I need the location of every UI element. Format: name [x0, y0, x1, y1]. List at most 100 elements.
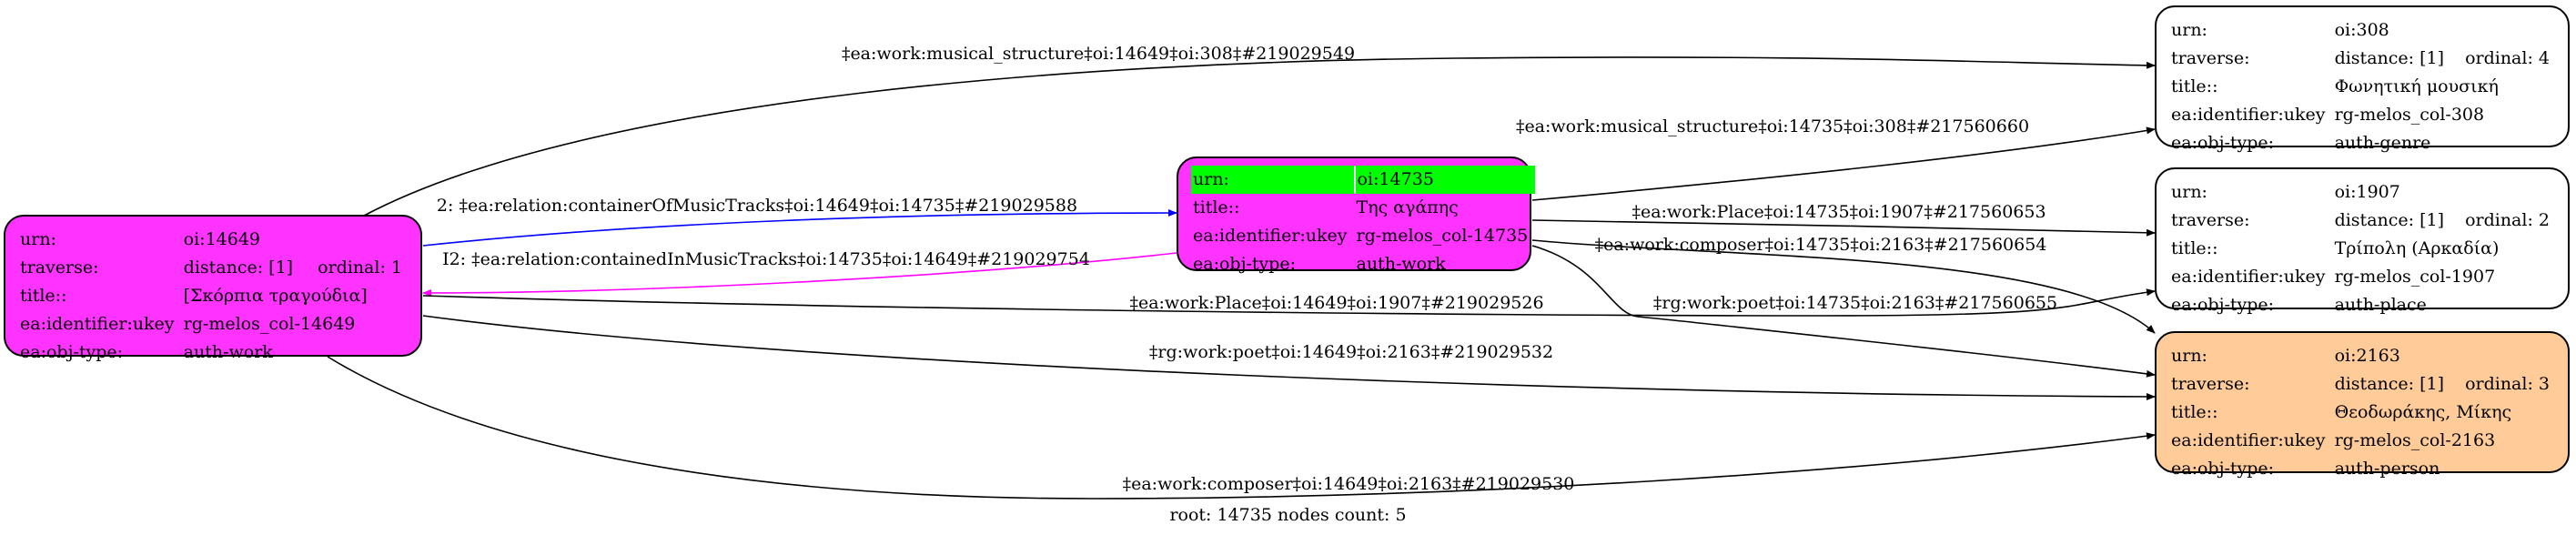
attr-value: auth-genre: [2334, 133, 2431, 153]
edge-e4: [422, 252, 1177, 297]
attr-key: urn:: [2171, 182, 2207, 202]
attr-value: Τρίπολη (Αρκαδία): [2334, 238, 2500, 258]
attr-value: Θεοδωράκης, Μίκης: [2334, 402, 2512, 422]
attr-key: title::: [20, 286, 67, 306]
attr-value: [Σκόρπια τραγούδια]: [183, 286, 368, 306]
edge-e3: [422, 209, 1177, 247]
attr-value: auth-person: [2334, 459, 2440, 479]
attr-value: oi:308: [2334, 20, 2389, 40]
edge-label-e9: ‡rg:work:poet‡oi:14649‡oi:2163‡#21902953…: [1149, 342, 1553, 362]
attr-key: traverse:: [2171, 374, 2250, 394]
attr-row-traverse: traverse: distance: [1] ordinal: 4: [2169, 45, 2557, 73]
attr-key: title::: [2171, 76, 2218, 96]
attr-value: rg-melos_col-1907: [2334, 267, 2496, 287]
edge-e2: [1531, 126, 2156, 201]
attr-row-obj-type: ea:obj-type: auth-work: [1191, 250, 1535, 278]
attr-row-obj-type: ea:obj-type: auth-work: [18, 338, 409, 367]
attr-value: auth-work: [1356, 254, 1446, 274]
attr-value: auth-place: [2334, 295, 2427, 315]
attr-key: urn:: [2171, 346, 2207, 366]
edge-e9: [422, 315, 2156, 400]
attr-value: oi:1907: [2334, 182, 2400, 202]
attr-key: ea:identifier:ukey: [20, 314, 175, 334]
attr-key: ea:identifier:ukey: [2171, 267, 2326, 287]
node-attributes: urn: oi:308 traverse: distance: [1] ordinal…: [2169, 16, 2557, 157]
attr-key: traverse:: [20, 257, 99, 278]
attr-value: distance: [1]: [2334, 210, 2444, 230]
edge-label-e7: ‡ea:work:Place‡oi:14649‡oi:1907‡#2190295…: [1129, 293, 1543, 313]
node-oi-14735[interactable]: urn:oi:14735 title::Της αγάπης ea:identi…: [1177, 156, 1536, 274]
edge-label-e10: ‡ea:work:composer‡oi:14649‡oi:2163‡#2190…: [1123, 474, 1575, 494]
attr-key: traverse:: [2171, 210, 2250, 230]
node-attributes: urn: oi:14649 traverse: distance: [1] ordin…: [18, 226, 409, 367]
node-oi-1907[interactable]: urn: oi:1907 traverse: distance: [1] ordina…: [2155, 167, 2570, 315]
attr-key: ea:identifier:ukey: [1193, 226, 1348, 246]
node-oi-14649[interactable]: urn: oi:14649 traverse: distance: [1] ordin…: [4, 215, 422, 362]
edge-label-e5: ‡ea:work:Place‡oi:14735‡oi:1907‡#2175606…: [1631, 202, 2046, 222]
edge-e10: [327, 356, 2156, 500]
edge-label-e3: 2: ‡ea:relation:containerOfMusicTracks‡o…: [437, 196, 1077, 216]
attr-row-title: title::Της αγάπης: [1191, 194, 1535, 222]
edge-e1: [363, 56, 2156, 217]
edge-e7: [422, 288, 2156, 317]
attr-row-identifier: ea:identifier:ukey rg-melos_col-14735: [1191, 222, 1535, 250]
attr-value: distance: [1]: [183, 257, 294, 278]
attr-value: oi:2163: [2334, 346, 2400, 366]
attr-row-urn: urn: oi:14649: [18, 226, 409, 254]
attr-key: ea:obj-type:: [1193, 254, 1297, 274]
attr-key: title::: [2171, 402, 2218, 422]
node-oi-308[interactable]: urn: oi:308 traverse: distance: [1] ordinal…: [2155, 5, 2570, 153]
attr-ordinal: ordinal: 4: [2465, 48, 2550, 68]
node-attributes: urn:oi:14735 title::Της αγάπης ea:identi…: [1191, 166, 1536, 278]
attr-row-urn-highlighted: urn:oi:14735: [1191, 166, 1536, 194]
edge-e6: [1531, 239, 2156, 334]
attr-key: ea:obj-type:: [2171, 295, 2275, 315]
attr-value: oi:14735: [1354, 166, 1536, 194]
attr-key: ea:identifier:ukey: [2171, 105, 2326, 125]
attr-key: urn:: [2171, 20, 2207, 40]
attr-key: traverse:: [2171, 48, 2250, 68]
attr-value: oi:14649: [183, 229, 261, 249]
edge-label-e6: ‡ea:work:composer‡oi:14735‡oi:2163‡#2175…: [1595, 235, 2047, 255]
node-attributes: urn: oi:2163 traverse: distance: [1] ordina…: [2169, 342, 2557, 483]
edge-e8: [1531, 245, 2156, 378]
attr-row-title: title::[Σκόρπια τραγούδια]: [18, 282, 409, 310]
attr-value: Φωνητική μουσική: [2334, 76, 2499, 96]
attr-row-obj-type: ea:obj-type:auth-genre: [2169, 129, 2557, 157]
attr-value: auth-work: [183, 342, 273, 362]
edge-label-e1: ‡ea:work:musical_structure‡oi:14649‡oi:3…: [842, 44, 1355, 64]
attr-ordinal: ordinal: 3: [2465, 374, 2550, 394]
attr-value: rg-melos_col-308: [2334, 105, 2485, 125]
attr-row-title: title::Φωνητική μουσική: [2169, 73, 2557, 101]
attr-row-traverse: traverse: distance: [1] ordinal: 2: [2169, 207, 2557, 235]
attr-ordinal: ordinal: 1: [318, 257, 402, 278]
attr-row-urn: urn: oi:2163: [2169, 342, 2557, 370]
attr-row-urn: urn: oi:308: [2169, 16, 2557, 45]
attr-row-title: title::Τρίπολη (Αρκαδία): [2169, 235, 2557, 263]
attr-ordinal: ordinal: 2: [2465, 210, 2550, 230]
attr-value: distance: [1]: [2334, 374, 2444, 394]
attr-value: Της αγάπης: [1356, 197, 1459, 217]
attr-key: ea:obj-type:: [2171, 459, 2275, 479]
node-oi-2163[interactable]: urn: oi:2163 traverse: distance: [1] ordina…: [2155, 331, 2570, 479]
attr-value: distance: [1]: [2334, 48, 2444, 68]
edge-label-e2: ‡ea:work:musical_structure‡oi:14735‡oi:3…: [1516, 116, 2029, 136]
attr-row-traverse: traverse: distance: [1] ordinal: 3: [2169, 370, 2557, 399]
edge-label-e4: I2: ‡ea:relation:containedInMusicTracks‡…: [442, 249, 1090, 269]
attr-row-obj-type: ea:obj-type: auth-place: [2169, 291, 2557, 319]
attr-key: urn:: [1191, 166, 1356, 194]
attr-row-identifier: ea:identifier:ukey rg-melos_col-308: [2169, 101, 2557, 129]
attr-value: rg-melos_col-14735: [1356, 226, 1529, 246]
attr-value: rg-melos_col-2163: [2334, 430, 2496, 450]
attr-key: ea:obj-type:: [20, 342, 124, 362]
graph-footer: root: 14735 nodes count: 5: [1169, 505, 1407, 525]
attr-row-urn: urn: oi:1907: [2169, 178, 2557, 207]
attr-row-traverse: traverse: distance: [1] ordinal: 1: [18, 254, 409, 282]
node-attributes: urn: oi:1907 traverse: distance: [1] ordina…: [2169, 178, 2557, 319]
attr-key: urn:: [20, 229, 56, 249]
attr-row-title: title::Θεοδωράκης, Μίκης: [2169, 399, 2557, 427]
attr-key: title::: [1193, 197, 1240, 217]
edge-label-e8: ‡rg:work:poet‡oi:14735‡oi:2163‡#21756065…: [1653, 293, 2057, 313]
